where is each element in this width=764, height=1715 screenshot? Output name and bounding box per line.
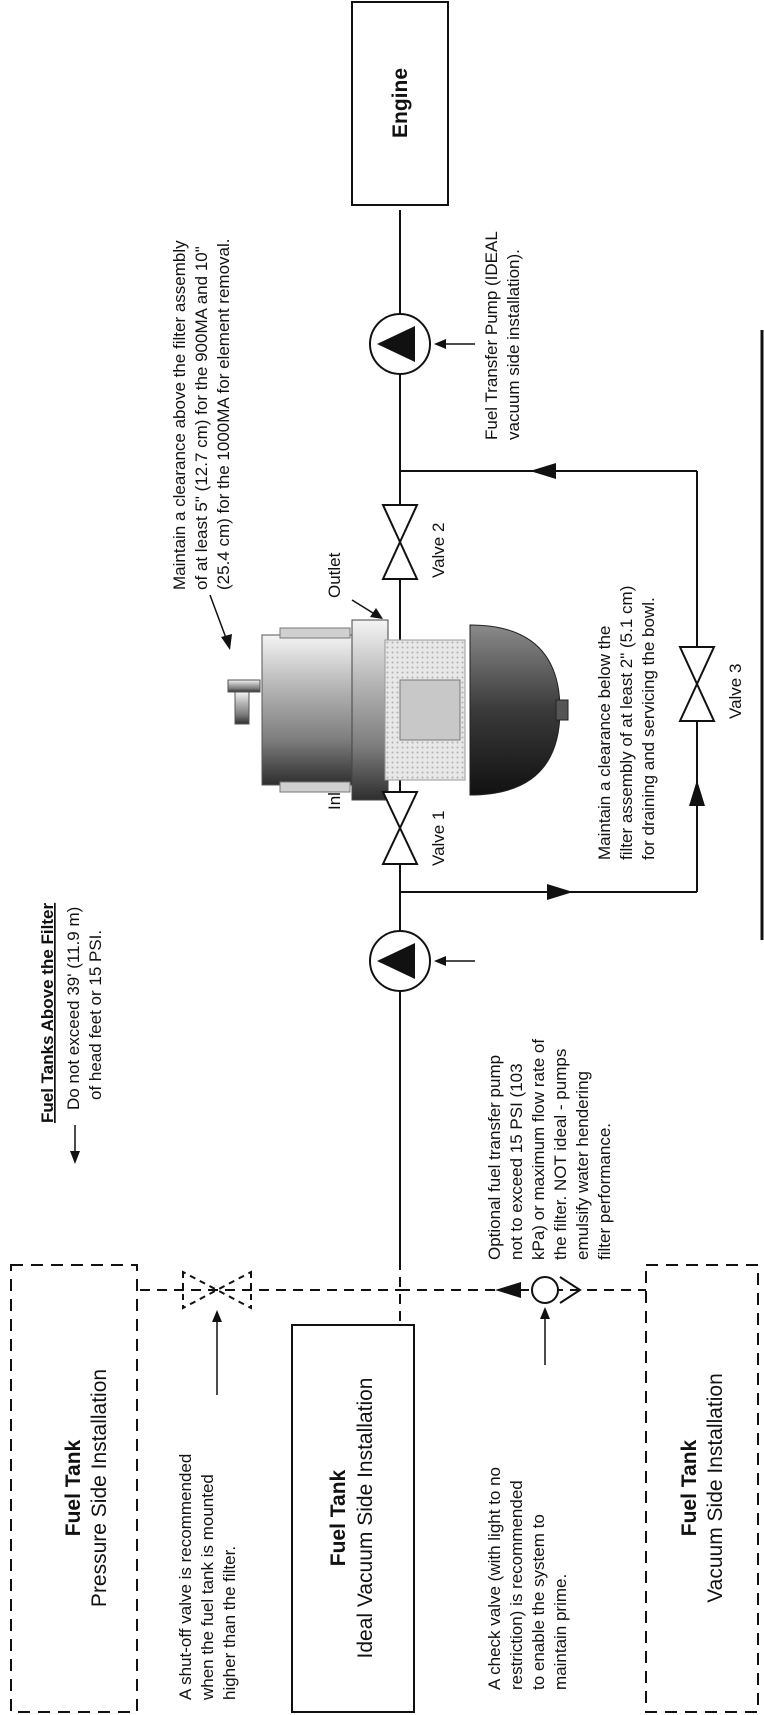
fuel-tank-ideal-title: Fuel Tank: [327, 1469, 350, 1566]
valve-2-label: Valve 2: [429, 523, 448, 578]
flow-arrow-branch-return: [530, 463, 556, 479]
shutoff-valve-icon: [182, 1270, 252, 1310]
engine-label: Engine: [389, 68, 412, 138]
valve-1-icon: [381, 791, 419, 865]
fuel-tank-ideal-subtitle: Ideal Vacuum Side Installation: [354, 1378, 377, 1659]
optional-pump-note: Optional fuel transfer pump not to excee…: [485, 1034, 614, 1260]
fuel-tank-pressure-side-box: [10, 1264, 138, 1713]
pointer-arrow-ideal-pump: [434, 339, 475, 349]
pointer-arrow-head-limit: [70, 1125, 80, 1164]
fuel-tank-vacuum-side-box: [645, 1264, 759, 1713]
pointer-arrow-optional-pump: [434, 956, 475, 966]
fuel-tank-pressure-title: Fuel Tank: [62, 1439, 85, 1536]
optional-fuel-pump: [369, 930, 431, 992]
fuel-tank-vacuum-subtitle: Vacuum Side Installation: [704, 1373, 727, 1603]
clearance-above-note: Maintain a clearance above the filter as…: [170, 236, 233, 590]
head-limit-text: Do not exceed 39' (11.9 m) of head feet …: [64, 902, 105, 1110]
head-limit-title: Fuel Tanks Above the Filter: [38, 903, 57, 1123]
shutoff-note: A shut-off valve is recommended when the…: [176, 1449, 239, 1701]
valve-3-icon: [678, 646, 716, 722]
flow-arrow-branch-out: [547, 884, 573, 900]
valve-1-label: Valve 1: [429, 811, 448, 866]
clearance-below-note: Maintain a clearance below the filter as…: [595, 581, 658, 860]
fuel-tank-vacuum-title: Fuel Tank: [678, 1439, 701, 1536]
valve-2-icon: [381, 504, 419, 580]
check-valve-icon: [531, 1276, 582, 1304]
outlet-label: Outlet: [325, 552, 344, 598]
fuel-tank-pressure-subtitle: Pressure Side Installation: [88, 1369, 111, 1607]
valve-3-label: Valve 3: [726, 664, 745, 719]
flow-arrow-branch-up: [689, 780, 705, 806]
pointer-arrow-clearance-above: [209, 594, 232, 650]
pointer-arrow-check-valve: [540, 1307, 550, 1365]
ideal-fuel-pump: [369, 313, 431, 375]
filter-assembly-image: [227, 619, 569, 801]
flow-arrow-check-line: [495, 1282, 521, 1298]
dashed-connection-lines: [140, 1260, 660, 1325]
check-valve-note: A check valve (with light to no restrict…: [485, 1462, 570, 1690]
ideal-pump-note: Fuel Transfer Pump (IDEAL vacuum side in…: [482, 227, 523, 440]
engine-box: [351, 1, 449, 206]
fuel-tank-ideal-box: [291, 1324, 415, 1713]
pointer-arrow-outlet: [351, 599, 383, 619]
pointer-arrow-shutoff: [212, 1310, 222, 1395]
